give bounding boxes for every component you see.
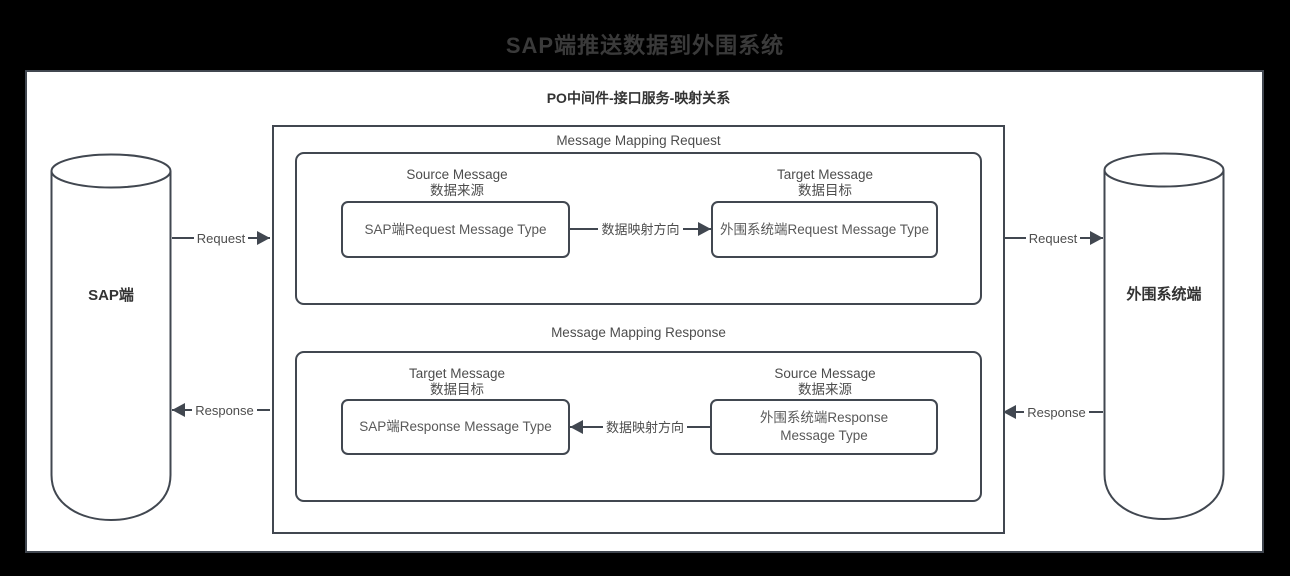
external-request-message-type-node: 外围系统端Request Message Type <box>711 201 938 258</box>
arrowhead-right-icon <box>1090 231 1103 245</box>
source-message-label: Source Message <box>406 167 508 182</box>
request-mapping-section: Source Message 数据来源 Target Message 数据目标 … <box>295 152 982 305</box>
target-message-label: Target Message <box>408 366 506 381</box>
message-mapping-response-title: Message Mapping Response <box>551 325 726 340</box>
request-target-label: Target Message 数据目标 <box>665 167 985 199</box>
right-request-label: Request <box>1003 230 1103 247</box>
arrowhead-right-icon <box>698 222 711 236</box>
message-mapping-request-title: Message Mapping Request <box>556 133 721 148</box>
response-source-label: Source Message 数据来源 <box>665 366 985 398</box>
target-message-label: Target Message <box>776 167 874 182</box>
target-message-sublabel: 数据目标 <box>798 183 852 198</box>
response-mapping-section: Target Message 数据目标 Source Message 数据来源 … <box>295 351 982 502</box>
cylinder-shape-icon <box>50 153 172 521</box>
po-middleware-box: Message Mapping Request Source Message 数… <box>272 125 1005 534</box>
arrowhead-left-icon <box>172 403 185 417</box>
external-system-cylinder: 外围系统端 <box>1103 152 1225 522</box>
po-middleware-title: PO中间件-接口服务-映射关系 <box>546 90 731 106</box>
source-message-sublabel: 数据来源 <box>798 382 852 397</box>
sap-response-message-type-node: SAP端Response Message Type <box>341 399 570 455</box>
left-request-label: Request <box>172 230 270 247</box>
node-label: SAP端Request Message Type <box>364 221 547 237</box>
mapping-direction-label: 数据映射方向 <box>580 419 710 436</box>
cylinder-shape-icon <box>1103 152 1225 520</box>
left-response-label: Response <box>179 402 270 419</box>
arrowhead-right-icon <box>257 231 270 245</box>
external-system-cylinder-label: 外围系统端 <box>1126 286 1202 303</box>
mapping-direction-label: 数据映射方向 <box>570 221 711 238</box>
sap-cylinder-label: SAP端 <box>88 287 134 304</box>
target-message-sublabel: 数据目标 <box>430 382 484 397</box>
arrowhead-left-icon <box>1003 405 1016 419</box>
node-label: 外围系统端Request Message Type <box>719 221 930 237</box>
arrowhead-left-icon <box>570 420 583 434</box>
right-response-label: Response <box>1010 404 1103 421</box>
sap-cylinder: SAP端 <box>50 153 172 523</box>
diagram-panel: PO中间件-接口服务-映射关系 SAP端 外围系统端 Message Mappi… <box>25 70 1264 553</box>
source-message-label: Source Message <box>774 366 876 381</box>
request-source-label: Source Message 数据来源 <box>297 167 617 199</box>
page-title: SAP端推送数据到外围系统 <box>505 33 785 58</box>
source-message-sublabel: 数据来源 <box>430 183 484 198</box>
sap-request-message-type-node: SAP端Request Message Type <box>341 201 570 258</box>
node-label: SAP端Response Message Type <box>359 419 552 434</box>
external-response-message-type-node: 外围系统端Response Message Type <box>710 399 938 455</box>
node-label: 外围系统端Response Message Type <box>759 410 889 443</box>
response-target-label: Target Message 数据目标 <box>297 366 617 398</box>
